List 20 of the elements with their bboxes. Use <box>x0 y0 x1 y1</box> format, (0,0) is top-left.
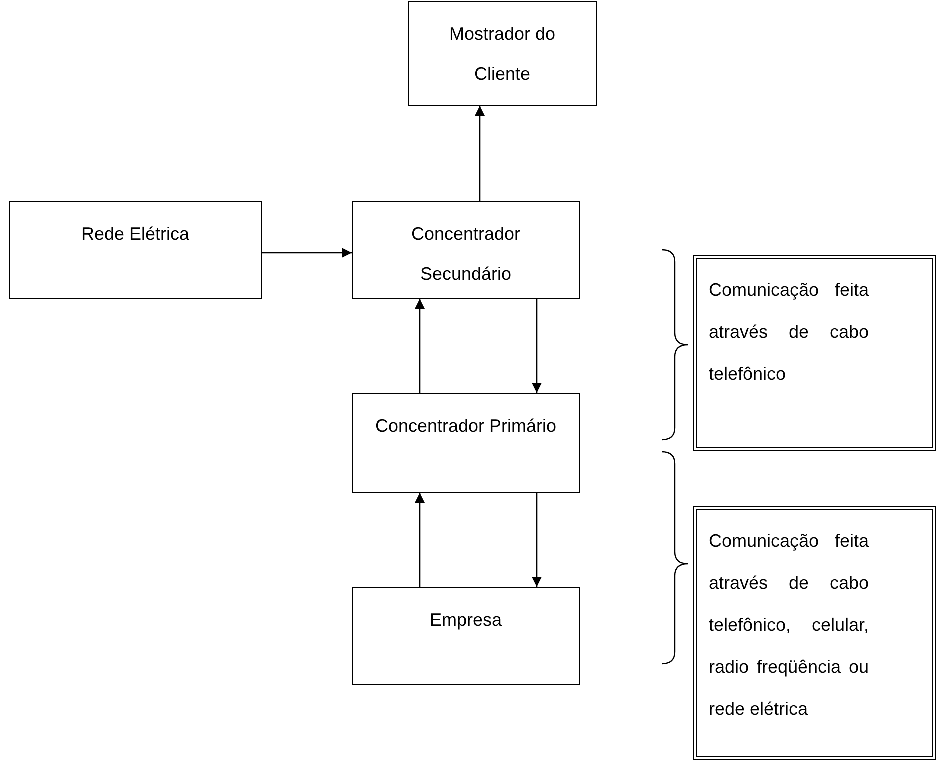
box-label: Rede Elétrica <box>80 223 191 246</box>
box-label: Mostrador do Cliente <box>448 23 557 86</box>
note-text: Comunicação feita através de cabo telefônico <box>709 279 869 386</box>
arrow <box>415 299 425 393</box>
box-label: Empresa <box>428 609 504 632</box>
process-box <box>352 201 580 299</box>
note-text: Comunicação feita através de cabo telefônico, celular, radio freqüência ou rede elétrica <box>709 530 869 721</box>
process-box <box>9 201 262 299</box>
process-box <box>408 1 597 106</box>
arrow <box>262 248 352 258</box>
arrow <box>415 493 425 587</box>
arrow <box>532 493 542 587</box>
note-box <box>693 506 936 760</box>
arrow <box>475 106 485 201</box>
process-box <box>352 393 580 493</box>
note-box <box>693 255 936 451</box>
process-box <box>352 587 580 685</box>
box-label: Concentrador Primário <box>374 415 558 438</box>
box-label: Concentrador Secundário <box>410 223 522 286</box>
arrow <box>532 299 542 393</box>
